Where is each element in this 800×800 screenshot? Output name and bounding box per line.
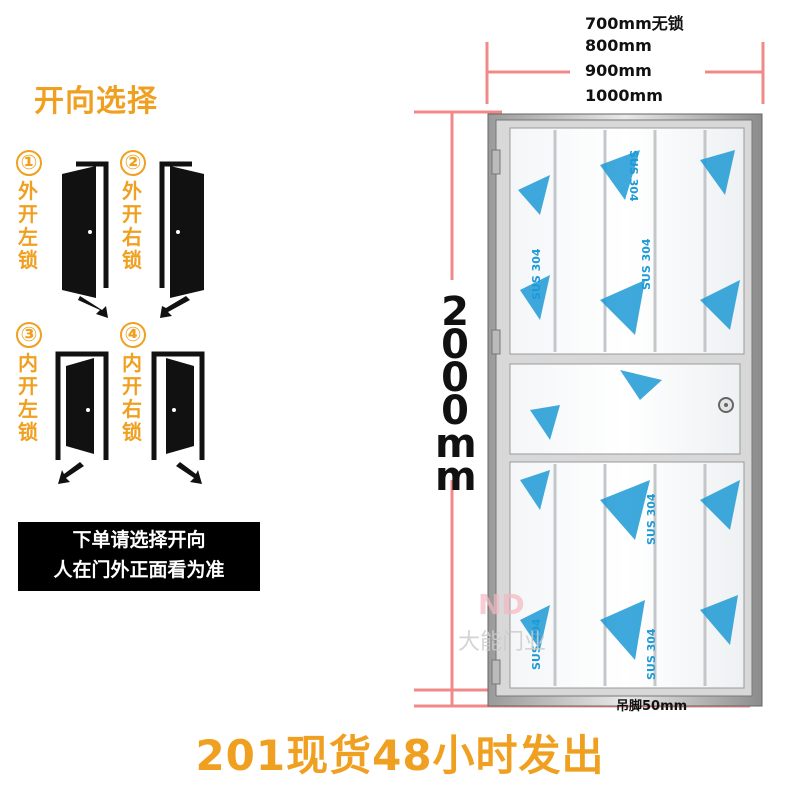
option-3-char: 左	[18, 397, 38, 421]
width-label-900: 900mm	[585, 61, 652, 80]
option-3-char: 内	[18, 351, 38, 375]
height-char: 0	[441, 388, 469, 434]
option-3-number: ③	[16, 322, 42, 348]
door-diagram: SUS 304 SUS 304 SUS 304 SUS 304 SUS 304 …	[414, 42, 765, 708]
height-char: 0	[441, 355, 469, 401]
option-4-char: 锁	[122, 420, 142, 444]
option-4[interactable]: ④ 内 开 右 锁	[120, 322, 210, 492]
watermark: 大能门业	[458, 630, 547, 655]
notice-line-2: 人在门外正面看为准	[53, 559, 225, 581]
height-label: 2 0 0 0 m m	[435, 289, 477, 500]
notice-line-1: 下单请选择开向	[72, 529, 206, 551]
option-3-char: 开	[18, 374, 38, 398]
bottom-banner: 201现货48小时发出	[195, 731, 605, 780]
option-3-char: 锁	[18, 420, 38, 444]
option-2-char: 锁	[122, 248, 142, 272]
option-4-char: 开	[122, 374, 142, 398]
door-outward-right-icon	[159, 161, 204, 318]
option-1-label: 外 开 左 锁	[16, 180, 40, 272]
option-2-char: 开	[122, 202, 142, 226]
option-3-label: 内 开 左 锁	[16, 352, 40, 444]
option-1-number: ①	[16, 150, 42, 176]
option-3[interactable]: ③ 内 开 左 锁	[16, 322, 109, 492]
option-2-number: ②	[120, 150, 146, 176]
option-1-char: 锁	[18, 248, 38, 272]
height-char: 2	[441, 289, 469, 335]
film-text: SUS 304	[645, 493, 658, 545]
option-4-char: 右	[122, 397, 142, 421]
door-inward-left-icon	[55, 351, 109, 484]
door-outward-left-icon	[62, 161, 109, 318]
option-1-char: 开	[18, 202, 38, 226]
door-inward-right-icon	[151, 351, 205, 484]
page-title: 开向选择	[34, 84, 158, 119]
film-text: SUS 304	[530, 248, 543, 300]
width-label-800: 800mm	[585, 36, 652, 55]
width-label-700: 700mm无锁	[585, 14, 684, 33]
film-text: SUS 304	[530, 618, 543, 670]
watermark-logo: ND	[478, 588, 525, 621]
height-char: 0	[441, 322, 469, 368]
option-4-char: 内	[122, 351, 142, 375]
height-char: m	[435, 421, 477, 467]
option-1-char: 左	[18, 225, 38, 249]
notice-box: 下单请选择开向 人在门外正面看为准	[18, 522, 260, 591]
option-4-label: 内 开 右 锁	[120, 352, 144, 444]
foot-label: 吊脚50mm	[616, 699, 688, 714]
option-1[interactable]: ① 外 开 左 锁	[16, 150, 109, 320]
film-text: SUS 304	[645, 628, 658, 680]
option-4-number: ④	[120, 322, 146, 348]
option-2[interactable]: ② 外 开 右 锁	[120, 150, 210, 320]
width-label-1000: 1000mm	[585, 86, 663, 105]
option-2-char: 右	[122, 225, 142, 249]
option-2-char: 外	[122, 179, 142, 203]
film-text: SUS 304	[627, 150, 640, 202]
film-text: SUS 304	[640, 238, 653, 290]
height-char: m	[435, 454, 477, 500]
option-1-char: 外	[18, 179, 38, 203]
option-2-label: 外 开 右 锁	[120, 180, 144, 272]
